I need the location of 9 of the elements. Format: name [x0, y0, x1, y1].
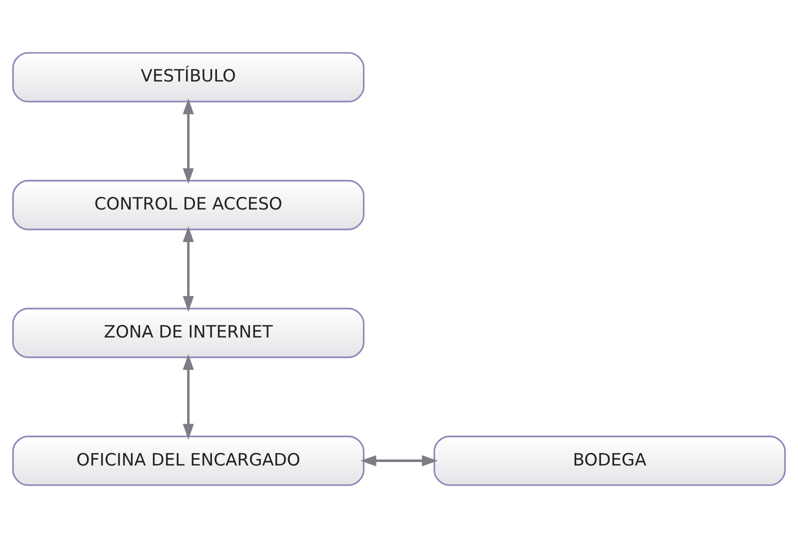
node-box: ZONA DE INTERNET	[12, 308, 364, 358]
arrow	[182, 354, 194, 440]
node-box: OFICINA DEL ENCARGADO	[12, 436, 364, 486]
arrow	[182, 98, 194, 184]
arrow	[360, 455, 438, 466]
node-box: BODEGA	[434, 436, 786, 486]
arrow	[182, 226, 194, 312]
node-box: CONTROL DE ACCESO	[12, 180, 364, 230]
node-box: VESTÍBULO	[12, 52, 364, 102]
